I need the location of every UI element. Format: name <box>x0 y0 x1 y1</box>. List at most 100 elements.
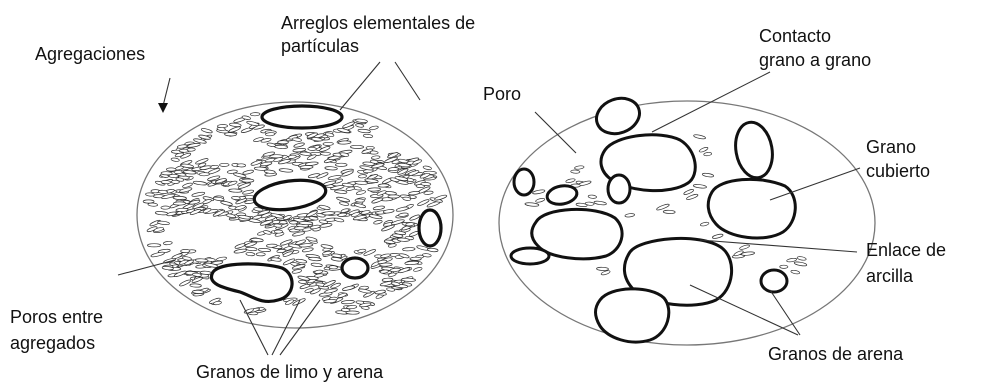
clay-platelet <box>371 155 380 159</box>
clay-platelet <box>237 164 246 168</box>
clay-platelet <box>242 189 254 195</box>
label-sand-grains: Granos de arena <box>768 344 903 365</box>
clay-platelet <box>413 267 422 272</box>
clay-platelet <box>585 202 594 206</box>
clay-platelet <box>201 128 213 134</box>
grain-right-7 <box>708 179 795 238</box>
clay-platelet <box>663 210 675 214</box>
clay-platelet <box>532 189 545 195</box>
clay-platelet <box>346 186 355 191</box>
clay-platelet <box>323 142 333 145</box>
label-silt-sand-grains: Granos de limo y arena <box>196 362 383 383</box>
grain-left-5 <box>342 258 368 278</box>
clay-platelet <box>217 124 227 128</box>
clay-platelet <box>358 249 367 253</box>
label-elemental-arrangements-line1: Arreglos elementales de <box>281 13 475 34</box>
clay-platelet <box>155 211 168 215</box>
grain-left-1 <box>262 106 342 128</box>
clay-platelet <box>699 146 709 153</box>
clay-platelet <box>274 224 282 228</box>
clay-platelet <box>402 247 415 251</box>
clay-platelet <box>369 125 378 130</box>
clay-platelet <box>161 180 171 184</box>
clay-platelet <box>246 247 258 251</box>
label-pores-between-line1: Poros entre <box>10 307 103 328</box>
clay-platelet <box>271 257 282 261</box>
clay-platelet <box>231 196 240 200</box>
clay-platelet <box>358 129 371 133</box>
clay-platelet <box>161 172 172 176</box>
clay-platelet <box>176 208 188 212</box>
clay-platelet <box>200 271 211 275</box>
clay-platelet <box>292 137 302 142</box>
clay-platelet <box>535 198 545 203</box>
clay-platelet <box>151 251 165 257</box>
clay-platelet <box>683 188 694 195</box>
clay-platelet <box>574 165 584 169</box>
clay-platelet <box>358 174 366 178</box>
clay-platelet <box>302 247 314 252</box>
clay-platelet <box>246 252 255 256</box>
clay-platelet <box>346 311 359 314</box>
grain-right-5 <box>546 184 579 207</box>
clay-platelet <box>306 236 318 242</box>
clay-platelet <box>594 201 607 206</box>
clay-platelet <box>289 221 297 224</box>
clay-platelet <box>181 249 190 252</box>
clay-platelet <box>193 181 207 186</box>
clay-platelet <box>250 112 260 116</box>
grain-right-12 <box>761 270 787 292</box>
clay-platelet <box>625 213 635 217</box>
clay-platelet <box>341 300 354 304</box>
clay-platelet <box>355 199 365 203</box>
grain-left-3 <box>419 210 441 246</box>
label-contact-line2: grano a grano <box>759 50 871 71</box>
label-pore: Poro <box>483 84 521 105</box>
clay-platelet <box>388 167 398 171</box>
grain-right-4 <box>514 169 534 195</box>
clay-platelet <box>320 152 330 156</box>
clay-platelet <box>693 184 707 189</box>
clay-platelet <box>380 263 393 267</box>
left-fabric-panel <box>118 62 453 355</box>
clay-platelet <box>163 241 172 245</box>
clay-platelet <box>258 248 271 252</box>
clay-platelet <box>791 270 800 275</box>
label-clay-bond-line1: Enlace de <box>866 240 946 261</box>
clay-platelet <box>656 203 670 211</box>
clay-platelet <box>300 165 313 169</box>
clay-platelet <box>316 172 329 180</box>
clay-platelet <box>423 165 432 170</box>
clay-platelet <box>321 244 334 249</box>
clay-platelet <box>216 256 227 261</box>
clay-platelet <box>335 163 347 166</box>
clay-platelet <box>166 168 176 171</box>
clay-platelet <box>311 263 323 268</box>
clay-platelet <box>368 188 381 192</box>
clay-platelet <box>143 200 154 203</box>
clay-platelet <box>342 285 355 291</box>
clay-platelet <box>173 202 185 205</box>
clay-platelet <box>385 191 397 195</box>
clay-platelet <box>334 189 347 193</box>
clay-particles-left <box>143 112 447 315</box>
clay-platelet <box>406 222 415 226</box>
clay-platelet <box>219 163 229 166</box>
clay-platelet <box>408 191 420 196</box>
clay-platelet <box>325 166 338 170</box>
grain-left-4 <box>211 264 292 302</box>
clay-platelet <box>242 169 253 175</box>
label-elemental-arrangements-line2: partículas <box>281 36 359 57</box>
clay-platelet <box>234 243 245 249</box>
clay-platelet <box>797 256 807 261</box>
clay-platelet <box>363 134 373 138</box>
grain-right-1 <box>592 93 645 140</box>
clay-platelet <box>421 182 431 186</box>
clay-platelet <box>356 190 366 195</box>
clay-platelet <box>182 182 193 188</box>
clay-platelet <box>794 261 807 266</box>
clay-platelet <box>355 181 368 185</box>
grain-right-11 <box>596 289 669 342</box>
clay-platelet <box>293 142 304 148</box>
clay-platelet <box>338 141 351 145</box>
